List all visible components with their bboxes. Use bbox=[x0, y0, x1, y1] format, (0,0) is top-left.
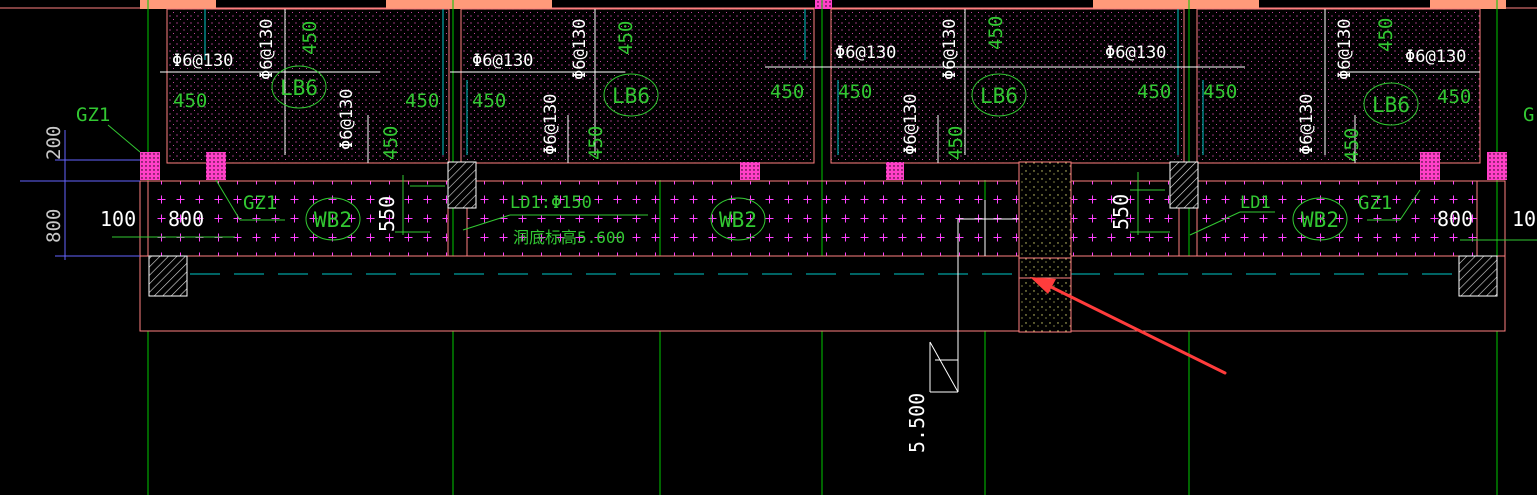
dimension-label: 550 bbox=[375, 196, 399, 232]
dimension-label: 450 bbox=[405, 90, 439, 112]
hole-bottom-elevation: 洞底标高5.600 bbox=[513, 228, 625, 247]
rebar-label: Φ6@130 bbox=[901, 94, 921, 155]
lintel-tag-ld1: LD1 bbox=[1240, 193, 1271, 213]
dimension-label: 450 bbox=[945, 126, 967, 160]
column bbox=[447, 161, 477, 209]
rebar-label: Φ6@130 bbox=[835, 43, 896, 63]
dimension-label: 550 bbox=[1109, 194, 1133, 230]
dimension-label: 450 bbox=[299, 21, 321, 55]
column-tag-gz1: GZ1 bbox=[243, 192, 277, 214]
rebar-label: Φ6@130 bbox=[337, 89, 357, 150]
structural-columns bbox=[148, 161, 1498, 333]
dimension-lines bbox=[20, 130, 1537, 260]
elevation-label: 5.500 bbox=[905, 393, 929, 453]
gz-blocks bbox=[140, 152, 1507, 180]
dimension-label: 450 bbox=[615, 21, 637, 55]
dimension-label: 450 bbox=[770, 81, 804, 103]
dimension-label: 450 bbox=[838, 81, 872, 103]
dimension-label: 100 bbox=[1512, 207, 1537, 231]
slab-tag-wb2: WB2 bbox=[1301, 208, 1339, 232]
dimension-label: 800 bbox=[168, 207, 204, 231]
dimension-label: 450 bbox=[1341, 128, 1363, 162]
rebar-label: Φ6@130 bbox=[940, 19, 960, 80]
dimension-label: 100 bbox=[100, 207, 136, 231]
dimension-label: 800 bbox=[43, 209, 65, 243]
dimension-label: 450 bbox=[1437, 86, 1471, 108]
dimension-label: 450 bbox=[1375, 18, 1397, 52]
slab-tag-lb6: LB6 bbox=[612, 84, 650, 108]
column-tag-gz1: GZ1 bbox=[76, 104, 110, 126]
rebar-label: Φ6@130 bbox=[570, 19, 590, 80]
rebar-label: Φ6@130 bbox=[472, 51, 533, 71]
slab-tag-circles bbox=[271, 65, 1419, 241]
dimension-label: 450 bbox=[380, 126, 402, 160]
column bbox=[1458, 255, 1498, 297]
dimension-label: 800 bbox=[1437, 207, 1473, 231]
leader-lines bbox=[107, 124, 1421, 236]
top-strip bbox=[0, 0, 1537, 9]
column bbox=[1018, 161, 1072, 333]
rebar-label: Φ6@130 bbox=[1405, 47, 1466, 67]
column bbox=[1169, 161, 1199, 209]
dimension-label: 450 bbox=[472, 90, 506, 112]
slab-panel-4 bbox=[1196, 8, 1481, 164]
slab-tag-lb6: LB6 bbox=[280, 76, 318, 100]
slab-panel-1 bbox=[166, 8, 450, 164]
slab-tag-lb6: LB6 bbox=[1372, 93, 1410, 117]
column-tag-gz1: GZ1 bbox=[1358, 192, 1392, 214]
slab-tag-lb6: LB6 bbox=[980, 84, 1018, 108]
slab-panel-3 bbox=[830, 8, 1185, 164]
dimension-label: 200 bbox=[43, 126, 65, 160]
lb6-slab-panels bbox=[160, 8, 1481, 164]
dimension-label: 450 bbox=[1137, 81, 1171, 103]
rebar-label: Φ6@130 bbox=[172, 51, 233, 71]
rebar-label: Φ6@130 bbox=[1297, 94, 1317, 155]
rebar-label: Φ6@130 bbox=[257, 19, 277, 80]
column bbox=[148, 255, 188, 297]
slab-panel-2 bbox=[460, 8, 815, 164]
dimension-label: 450 bbox=[985, 16, 1007, 50]
slab-tag-wb2: WB2 bbox=[314, 208, 352, 232]
dimension-label: 450 bbox=[173, 90, 207, 112]
annotation-arrow bbox=[1030, 277, 1227, 375]
dimension-label: 450 bbox=[1203, 81, 1237, 103]
dimension-label: 450 bbox=[585, 126, 607, 160]
column-tag-gz1: G bbox=[1523, 104, 1534, 126]
rebar-label: Φ6@130 bbox=[1335, 19, 1355, 80]
slab-tag-wb2: WB2 bbox=[719, 208, 757, 232]
rebar-label: Φ6@130 bbox=[1105, 43, 1166, 63]
rebar-label: Φ6@130 bbox=[541, 94, 561, 155]
lintel-tag-ld1: LD1:Φ150 bbox=[510, 193, 592, 213]
